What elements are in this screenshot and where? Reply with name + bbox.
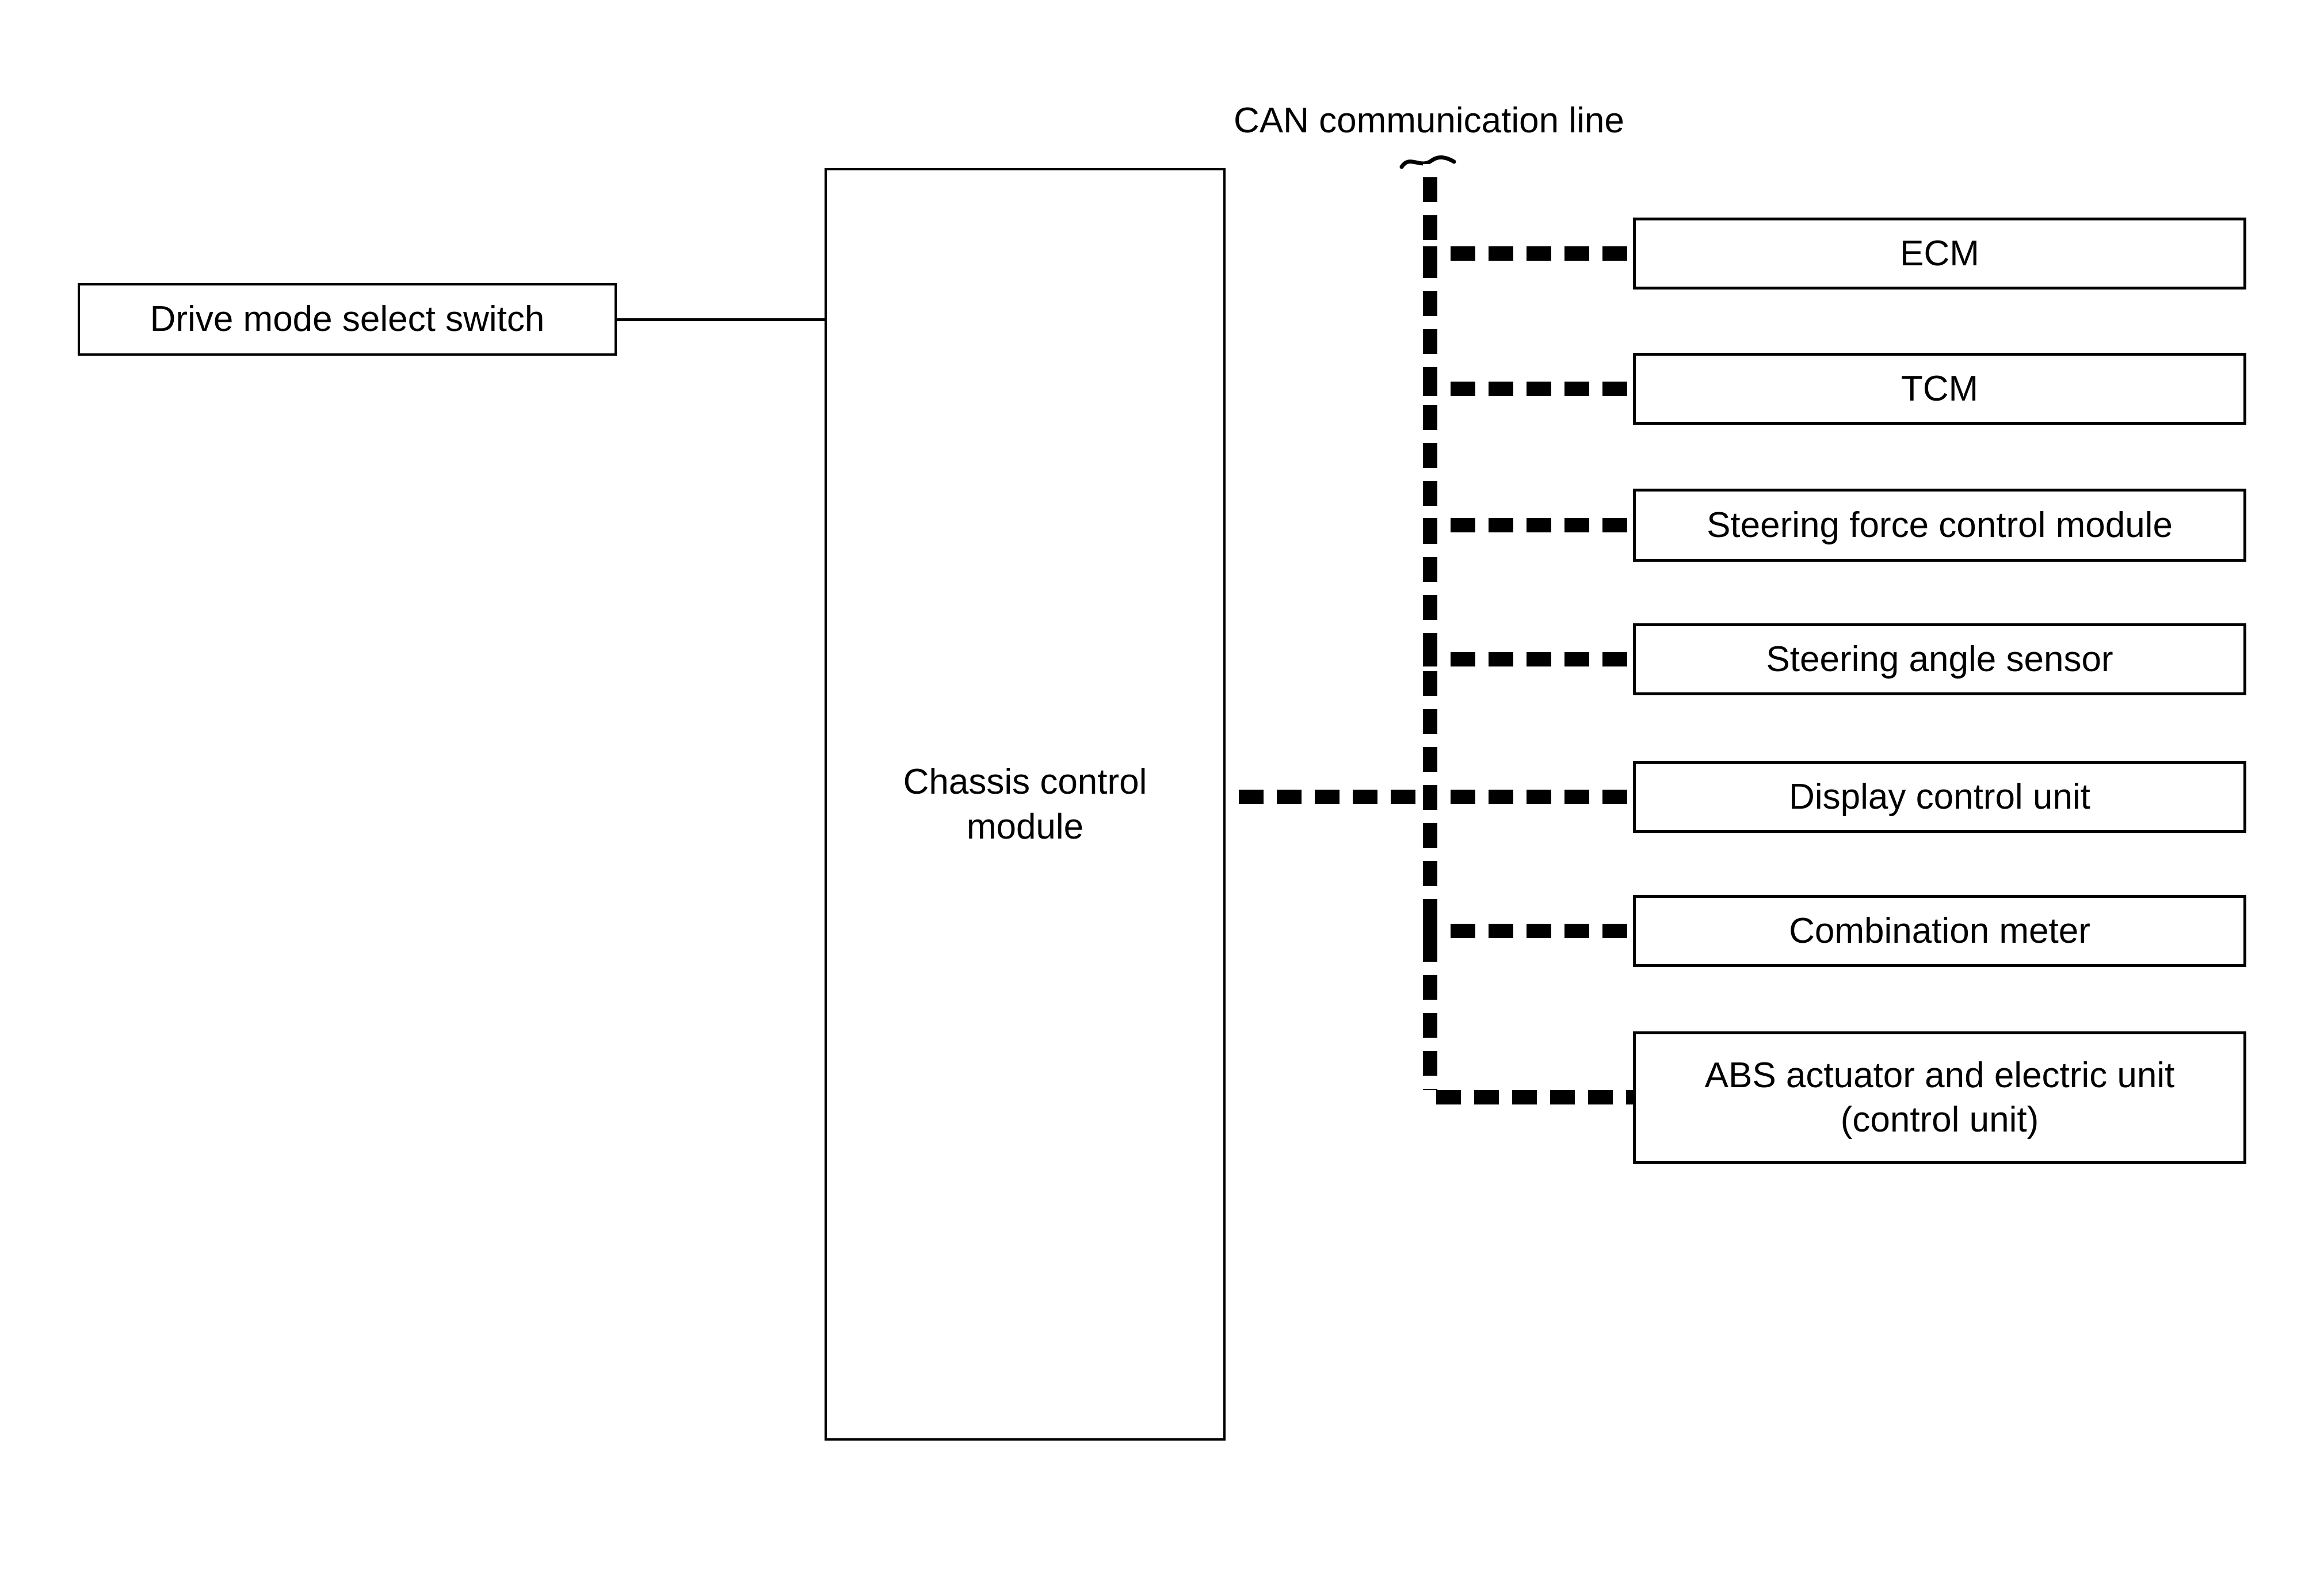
ecu-box-steering-angle-sensor: Steering angle sensor [1633, 623, 2246, 695]
wire-drive-mode-to-chassis [617, 318, 825, 321]
bus-junction-display-control [1423, 790, 1437, 804]
wire-bus-to-ecm [1437, 246, 1633, 261]
ecu-box-steering-force-control-module: Steering force control module [1633, 489, 2246, 562]
ecu-box-display-control-unit: Display control unit [1633, 761, 2246, 833]
combination-meter-label: Combination meter [1789, 911, 2090, 951]
bus-junction-steering-force [1423, 518, 1437, 532]
tcm-label: TCM [1901, 368, 1979, 409]
bus-junction-ecm [1423, 246, 1437, 261]
wire-bus-to-steering-force [1437, 518, 1633, 532]
ecm-label: ECM [1900, 233, 1979, 273]
ecu-box-combination-meter: Combination meter [1633, 895, 2246, 967]
bus-junction-combination-meter [1423, 924, 1437, 938]
abs-label-line1: ABS actuator and electric unit [1704, 1055, 2175, 1095]
can-bus-line [1423, 164, 1437, 1104]
wire-bus-to-abs [1423, 1090, 1633, 1104]
abs-label-line2: (control unit) [1840, 1100, 2039, 1140]
bus-junction-tcm [1423, 382, 1437, 396]
wire-chassis-to-bus [1226, 790, 1423, 804]
bus-junction-steering-angle [1423, 652, 1437, 666]
wire-bus-to-tcm [1437, 382, 1633, 396]
display-control-label: Display control unit [1789, 776, 2090, 817]
bus-continuation-squiggle-icon [1399, 155, 1456, 169]
chassis-control-module-label-line2: module [966, 806, 1084, 847]
wire-bus-to-display-control [1437, 790, 1633, 804]
steering-force-label: Steering force control module [1707, 505, 2173, 545]
can-communication-line-label: CAN communication line [1234, 101, 1624, 140]
chassis-control-module-box: Chassis control module [825, 168, 1226, 1441]
ecu-box-abs-actuator: ABS actuator and electric unit (control … [1633, 1031, 2246, 1164]
chassis-control-module-label-line1: Chassis control [903, 762, 1147, 802]
drive-mode-switch-box: Drive mode select switch [78, 283, 617, 356]
steering-angle-label: Steering angle sensor [1766, 639, 2113, 679]
ecu-box-ecm: ECM [1633, 218, 2246, 290]
wire-bus-to-combination-meter [1437, 924, 1633, 938]
ecu-box-tcm: TCM [1633, 353, 2246, 425]
drive-mode-switch-label: Drive mode select switch [150, 299, 545, 340]
wire-bus-to-steering-angle [1437, 652, 1633, 666]
